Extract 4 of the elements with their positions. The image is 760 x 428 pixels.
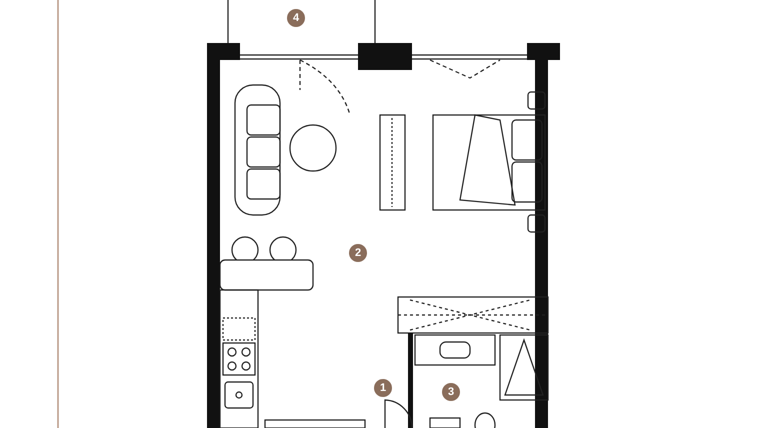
callout-number: 4 <box>287 9 305 27</box>
callout-number: 1 <box>374 379 392 397</box>
callout-number: 3 <box>442 383 460 401</box>
callout-number: 2 <box>349 244 367 262</box>
